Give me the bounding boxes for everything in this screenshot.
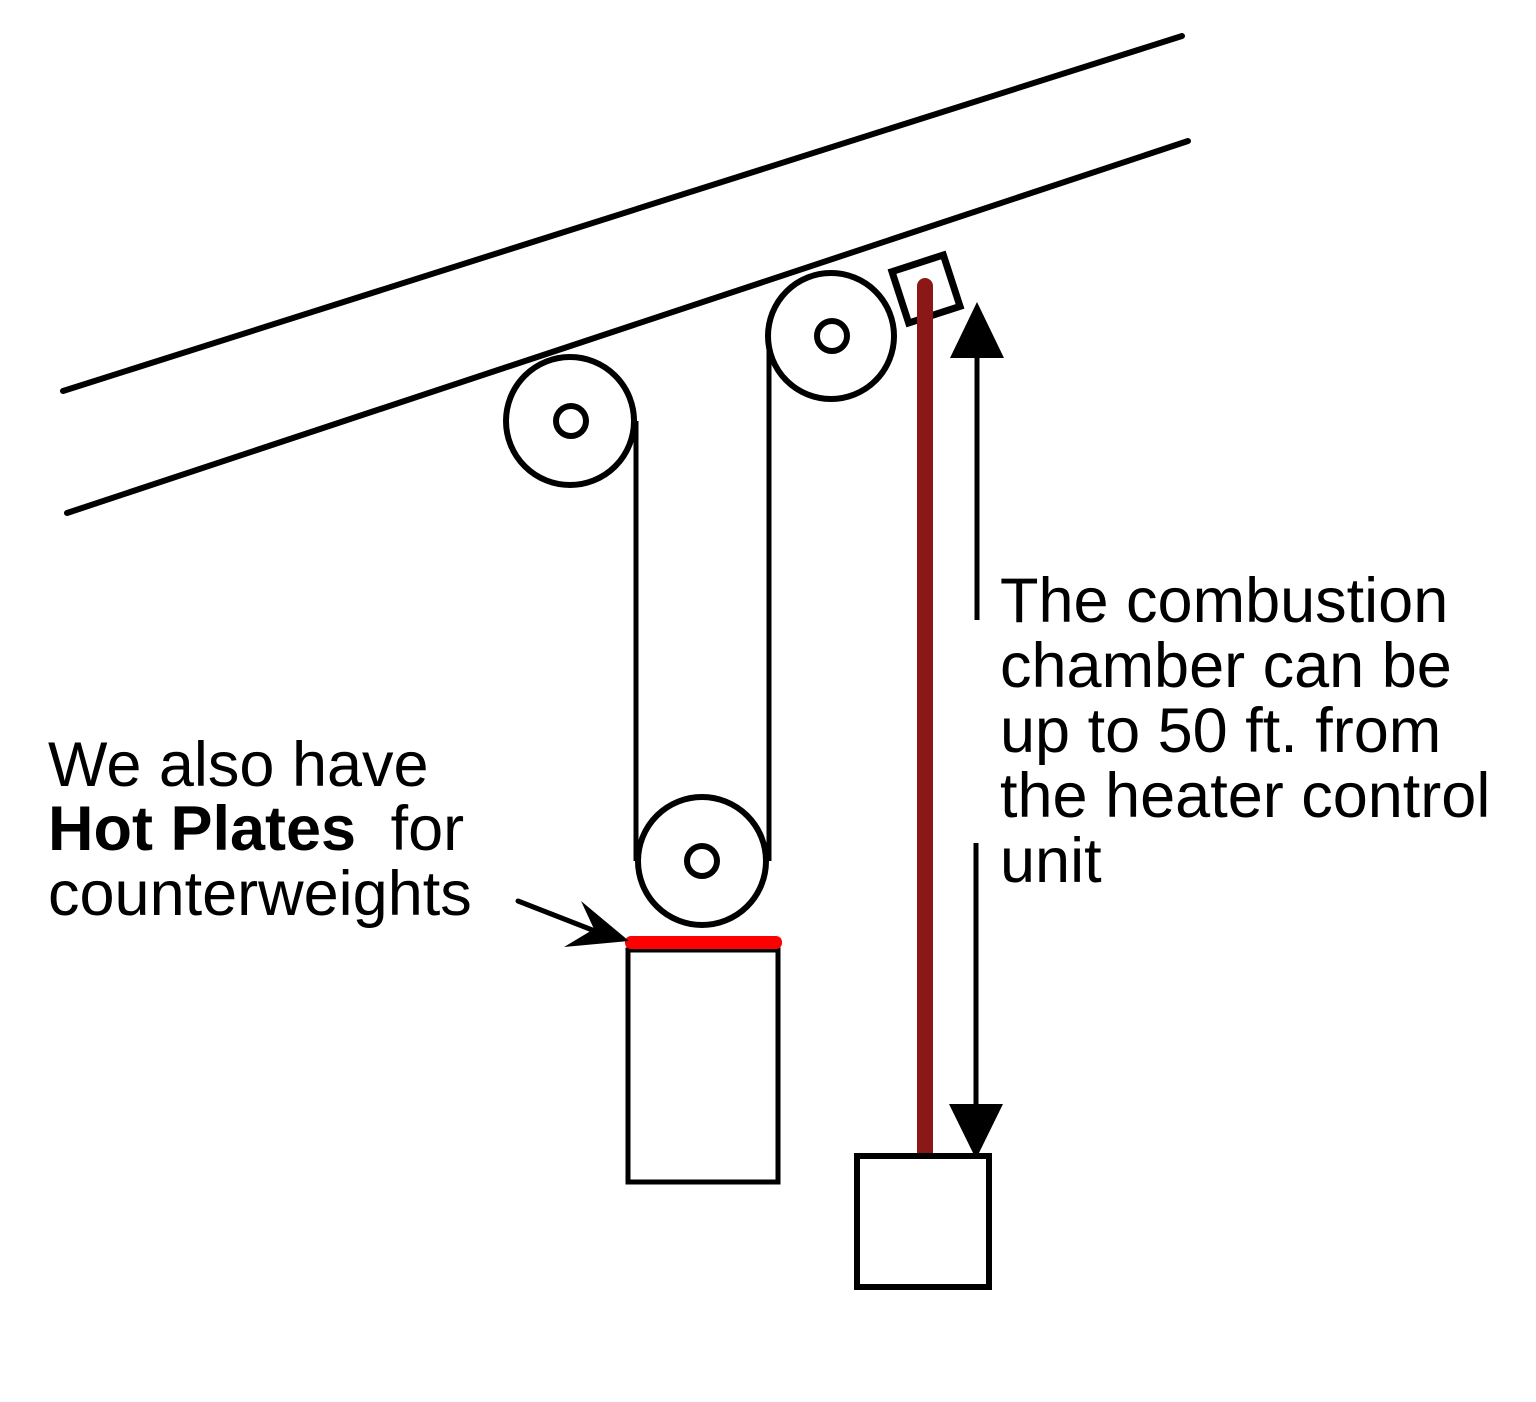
pulley-axle-hole [814, 318, 850, 354]
right-note-line-2: chamber can be [1000, 631, 1452, 701]
combustion-chamber-box [854, 1153, 992, 1290]
pulley-bottom-movable [635, 794, 769, 928]
distance-arrow-up [950, 302, 1004, 620]
pulley-axle-hole [684, 843, 720, 879]
right-note-line-4: the heater control [1000, 761, 1490, 831]
right-note-line-1: The combustion [1000, 566, 1448, 636]
beam-bottom-edge [64, 138, 1191, 516]
left-note-line-2-rest: for [391, 794, 465, 864]
left-note-line-2: Hot Plates for [48, 794, 464, 864]
right-note-text: The combustion chamber can be up to 50 f… [1000, 566, 1490, 896]
hot-plate [625, 936, 782, 949]
pulley-top-left [503, 354, 637, 488]
left-note-line-1: We also have [48, 730, 429, 800]
left-note-text: We also have Hot Plates for counterweigh… [48, 730, 472, 929]
pulley-axle-hole [553, 403, 589, 439]
pulley-top-right [765, 270, 897, 402]
right-note-line-5: unit [1000, 826, 1102, 896]
distance-arrow-down [949, 843, 1003, 1159]
right-note-line-3: up to 50 ft. from [1000, 696, 1441, 766]
counterweight-box [625, 947, 781, 1185]
arrowhead-down-icon [949, 1104, 1003, 1159]
arrowhead-right-icon [564, 901, 629, 947]
left-note-bold: Hot Plates [48, 794, 356, 864]
beam-top-edge [60, 33, 1185, 394]
left-note-line-3: counterweights [48, 859, 472, 929]
arrowhead-up-icon [950, 302, 1004, 358]
hot-plate-pointer-arrow [515, 898, 629, 947]
